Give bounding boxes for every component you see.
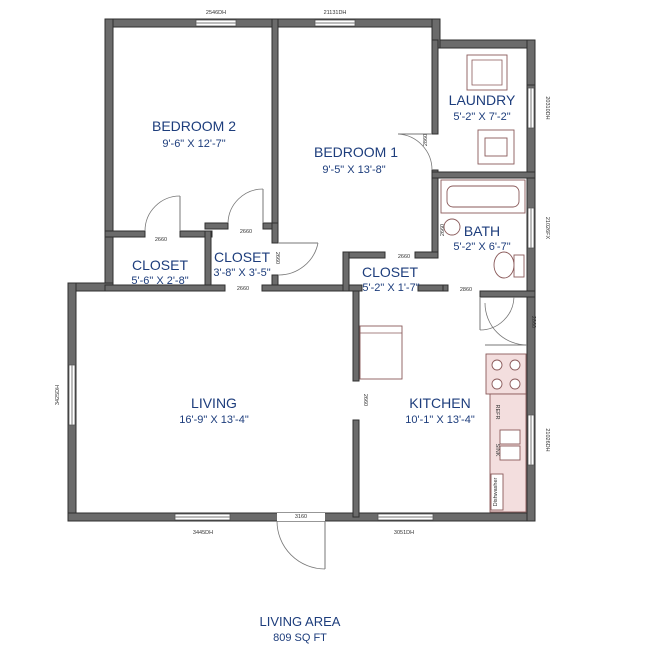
room-labels: BEDROOM 2 9'-6" X 12'-7" BEDROOM 1 9'-5"… xyxy=(131,92,516,426)
room-closet-left-dims: 5'-6" X 2'-8" xyxy=(131,275,188,287)
room-closet-left-name: CLOSET xyxy=(132,257,188,273)
size-tags: 2546DH 21131DH 20310DH 21026FX 21026DH 3… xyxy=(55,10,550,536)
burner-3 xyxy=(491,378,503,390)
kitchen-door-swing xyxy=(484,302,528,346)
wall-closet-right-top-b xyxy=(414,251,439,259)
wall-bed1-laundry xyxy=(431,39,439,135)
wall-laundry-top xyxy=(431,39,536,49)
room-closet-mid-dims: 3'-8" X 3'-5" xyxy=(213,267,270,279)
tag-door-closet-left: 2660 xyxy=(237,286,249,292)
washer-lid xyxy=(471,59,503,86)
wall-laundry-bath xyxy=(431,171,536,179)
closet-right-opening xyxy=(386,253,414,257)
tag-sink: SINK xyxy=(494,444,500,457)
room-closet-right-dims: 5'-2" X 1'-7" xyxy=(362,282,419,294)
wall-laundry-right xyxy=(526,39,536,86)
tag-door-bath-right: 2860 xyxy=(530,316,536,328)
footer-title: LIVING AREA xyxy=(260,614,341,629)
entry-door-opening xyxy=(277,513,325,521)
wall-living-kitchen-a xyxy=(352,290,360,382)
kitchen-sink-bowl-2 xyxy=(499,445,521,461)
wall-bed2-bottom-b xyxy=(179,230,213,238)
wall-living-kitchen-b xyxy=(352,419,360,518)
refrigerator xyxy=(359,325,403,380)
tag-door-bed1-laundry: 2860 xyxy=(423,134,429,146)
tag-window-living-left: 3425DH xyxy=(55,385,61,405)
tag-window-bottom-right: 3051DH xyxy=(394,530,414,536)
tag-door-bed2: 2660 xyxy=(155,237,167,243)
toilet-tank xyxy=(513,254,525,278)
footer-area: 809 SQ FT xyxy=(273,632,327,644)
bedroom2-door-swing xyxy=(144,195,181,232)
room-bath-dims: 5'-2" X 6'-7" xyxy=(453,241,510,253)
tag-window-top-left: 2546DH xyxy=(206,10,226,16)
bathtub-basin xyxy=(446,185,520,208)
kitchen-sink-bowl-1 xyxy=(499,429,521,445)
room-bedroom2-dims: 9'-6" X 12'-7" xyxy=(162,138,225,150)
wall-living-top-b xyxy=(261,284,363,292)
wall-bath-bottom xyxy=(479,290,536,298)
tag-door-kitchen-bath: 2860 xyxy=(460,287,472,293)
room-bedroom1-name: BEDROOM 1 xyxy=(314,144,398,160)
footer: LIVING AREA 809 SQ FT xyxy=(260,614,341,644)
tag-window-laundry-right: 20310DH xyxy=(544,96,550,119)
room-bedroom2-name: BEDROOM 2 xyxy=(152,118,236,134)
fixtures xyxy=(359,54,527,513)
doors xyxy=(144,133,528,570)
room-living-name: LIVING xyxy=(191,395,237,411)
washer xyxy=(466,54,508,91)
wall-bed2-bed1 xyxy=(271,18,279,230)
bath-door-swing xyxy=(479,296,515,331)
tag-door-closet-right: 2660 xyxy=(398,254,410,260)
wall-bed1-bath xyxy=(431,169,439,253)
dryer-drum xyxy=(484,137,508,157)
wall-closet-mid-right xyxy=(271,222,279,244)
tag-door-closet-mid-side: 2660 xyxy=(274,252,280,264)
room-bedroom1-dims: 9'-5" X 13'-8" xyxy=(322,164,385,176)
tag-door-entry: 3160 xyxy=(295,514,307,520)
entry-door-swing xyxy=(276,520,326,570)
wall-bed2-bottom-a xyxy=(104,230,146,238)
room-kitchen-name: KITCHEN xyxy=(409,395,470,411)
bedroom1-door-swing xyxy=(277,242,319,276)
dryer xyxy=(477,129,515,165)
kitchen-opening-top xyxy=(363,286,417,290)
closet-mid-door-swing xyxy=(227,188,264,224)
tag-door-bath: 2660 xyxy=(440,224,446,236)
tag-dishwasher: Dishwasher xyxy=(493,477,499,506)
tag-door-closet-mid: 2660 xyxy=(240,229,252,235)
wall-left-upper xyxy=(104,18,114,292)
burner-1 xyxy=(491,359,503,371)
living-kitchen-opening xyxy=(354,382,358,419)
room-closet-right-name: CLOSET xyxy=(362,264,418,280)
wall-living-top-a xyxy=(104,284,226,292)
laundry-door-swing xyxy=(397,133,433,171)
wall-closet-right-left xyxy=(342,251,350,292)
windows xyxy=(68,19,535,521)
tag-window-bottom-left: 3445DH xyxy=(193,530,213,536)
room-closet-mid-name: CLOSET xyxy=(214,249,270,265)
tag-refrigerator: REFR xyxy=(494,405,500,420)
closet-left-opening xyxy=(226,286,261,290)
wall-closet-mid-top xyxy=(204,222,229,230)
tag-window-top-right: 21131DH xyxy=(324,10,347,16)
room-laundry-name: LAUNDRY xyxy=(449,92,516,108)
wall-closet-left-right xyxy=(204,230,212,292)
dishwasher xyxy=(490,473,504,511)
burner-2 xyxy=(509,359,521,371)
room-laundry-dims: 5'-2" X 7'-2" xyxy=(453,111,510,123)
tag-door-living-kitchen: 2660 xyxy=(362,394,368,406)
bath-sink xyxy=(443,218,461,236)
tag-window-kitchen-right: 21026DH xyxy=(544,428,550,451)
room-kitchen-dims: 10'-1" X 13'-4" xyxy=(405,414,475,426)
range xyxy=(485,353,527,395)
room-living-dims: 16'-9" X 13'-4" xyxy=(179,414,249,426)
room-bath-name: BATH xyxy=(464,223,500,239)
wall-living-top-c xyxy=(417,284,444,292)
tag-window-bath-right: 21026FX xyxy=(544,217,550,240)
burner-4 xyxy=(509,378,521,390)
toilet-bowl xyxy=(493,251,515,279)
